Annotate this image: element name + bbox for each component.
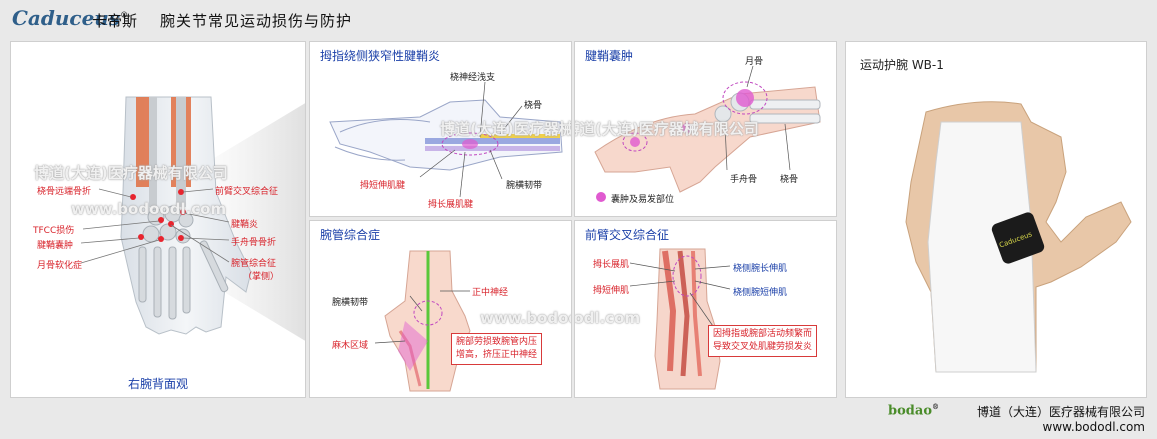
panel-product: 运动护腕 WB-1 Caduceus bbox=[845, 41, 1147, 398]
note-carpal: 腕部劳损致腕管内压 增高，挤压正中神经 bbox=[451, 333, 543, 365]
watermark-company: 博道(大连)医疗器械有限公司 bbox=[574, 120, 759, 138]
label-cyst-legend: 囊肿及易发部位 bbox=[611, 195, 675, 205]
label-retinaculum: 腕横韧带 bbox=[506, 181, 543, 191]
label-radial-nerve: 桡神经浅支 bbox=[450, 73, 496, 83]
label-epb: 拇短伸肌 bbox=[593, 286, 630, 296]
panel-title: 腱鞘囊肿 bbox=[585, 49, 634, 63]
label-tendinitis: 腱鞘炎 bbox=[231, 220, 259, 230]
note-line: 腕部劳损致腕管内压 bbox=[456, 337, 538, 347]
label-numb-area: 麻木区域 bbox=[332, 341, 369, 351]
carpal-tunnel-illustration bbox=[374, 250, 471, 392]
note-intersection: 因拇指或腕部活动频繁而 导致交叉处肌腱劳损发炎 bbox=[708, 325, 818, 357]
panel-title: 前臂交叉综合征 bbox=[585, 228, 670, 242]
watermark-url: www.bodoodl.com bbox=[480, 309, 571, 327]
footer-brand-logo: bodao® bbox=[888, 402, 939, 419]
watermark-company: 博道(大连)医疗器械有限公司 bbox=[440, 120, 572, 138]
watermark-url: www.bodoodl.com bbox=[71, 200, 227, 218]
page-title: 腕关节常见运动损伤与防护 bbox=[160, 12, 353, 30]
thumb-tendon-illustration bbox=[329, 81, 563, 198]
label-lunate: 月骨 bbox=[745, 57, 764, 67]
label-apl-tendon: 拇长展肌腱 bbox=[428, 200, 474, 210]
brand-name-cn: 卡帝斯 bbox=[92, 12, 138, 30]
panel-ganglion: 腱鞘囊肿 博道(大连)医疗器械有限公司 月骨 手舟骨 桡骨 囊肿及易发部位 bbox=[574, 41, 837, 217]
label-scaphoid: 手舟骨 bbox=[730, 175, 758, 185]
label-median-nerve: 正中神经 bbox=[472, 288, 509, 298]
label-radius: 桡骨 bbox=[524, 101, 543, 111]
label-epb-tendon: 拇短伸肌腱 bbox=[360, 181, 406, 191]
panel-dequervain: 拇指绕侧狭窄性腱鞘炎 博道(大连)医疗器械有限公司 桡神经浅支 桡骨 拇短伸肌腱… bbox=[309, 41, 572, 217]
panel-title: 腕管综合症 bbox=[320, 228, 381, 242]
footer-company-name: 博道（大连）医疗器械有限公司 bbox=[976, 405, 1145, 419]
product-title: 运动护腕 WB-1 bbox=[860, 58, 944, 72]
note-line: 增高，挤压正中神经 bbox=[456, 350, 538, 360]
label-intersection: 前臂交叉综合征 bbox=[215, 187, 279, 197]
watermark-company: 博道(大连)医疗器械有限公司 bbox=[34, 164, 228, 182]
panel-carpal-tunnel: 腕管综合症 www.bodoodl.com 腕横韧带 正中神经 麻木区域 腕部劳… bbox=[309, 220, 572, 398]
label-carpal-palm: （掌侧） bbox=[243, 272, 280, 282]
label-apl: 拇长展肌 bbox=[593, 260, 630, 270]
label-ecrl: 桡侧腕长伸肌 bbox=[733, 264, 788, 274]
label-radius: 桡骨 bbox=[780, 175, 799, 185]
note-line: 导致交叉处肌腱劳损发炎 bbox=[713, 342, 813, 352]
label-radius-fracture: 桡骨远端骨折 bbox=[37, 187, 92, 197]
watermark-url: www.bodoodl.com bbox=[574, 309, 641, 327]
product-photo: Caduceus bbox=[905, 101, 1132, 373]
caption-right-wrist-back: 右腕背面观 bbox=[127, 377, 188, 391]
intersection-illustration bbox=[629, 248, 731, 390]
brand-logo: Caduceus® bbox=[12, 6, 129, 30]
header: Caduceus® 卡帝斯 腕关节常见运动损伤与防护 bbox=[0, 0, 1157, 40]
ganglion-illustration bbox=[594, 65, 821, 202]
panel-title: 拇指绕侧狭窄性腱鞘炎 bbox=[320, 49, 441, 63]
label-cyst: 腱鞘囊肿 bbox=[37, 241, 74, 251]
label-ecrb: 桡侧腕短伸肌 bbox=[733, 288, 788, 298]
label-scaphoid: 手舟骨骨折 bbox=[231, 238, 277, 248]
note-line: 因拇指或腕部活动频繁而 bbox=[713, 329, 813, 339]
panel-intersection: 前臂交叉综合征 www.bodoodl.com 拇长展肌 拇短伸肌 桡侧腕长伸肌… bbox=[574, 220, 837, 398]
wrist-back-illustration bbox=[80, 96, 305, 341]
footer-url-link[interactable]: www.bododl.com bbox=[1042, 420, 1145, 434]
label-carpal-tunnel: 腕管综合征 bbox=[231, 259, 277, 269]
label-tfcc: TFCC损伤 bbox=[33, 226, 75, 236]
label-ligament: 腕横韧带 bbox=[332, 298, 369, 308]
panel-wrist-back: 博道(大连)医疗器械有限公司 www.bodoodl.com 桡骨远端骨折 TF… bbox=[10, 41, 306, 398]
label-lunate: 月骨软化症 bbox=[37, 261, 83, 271]
